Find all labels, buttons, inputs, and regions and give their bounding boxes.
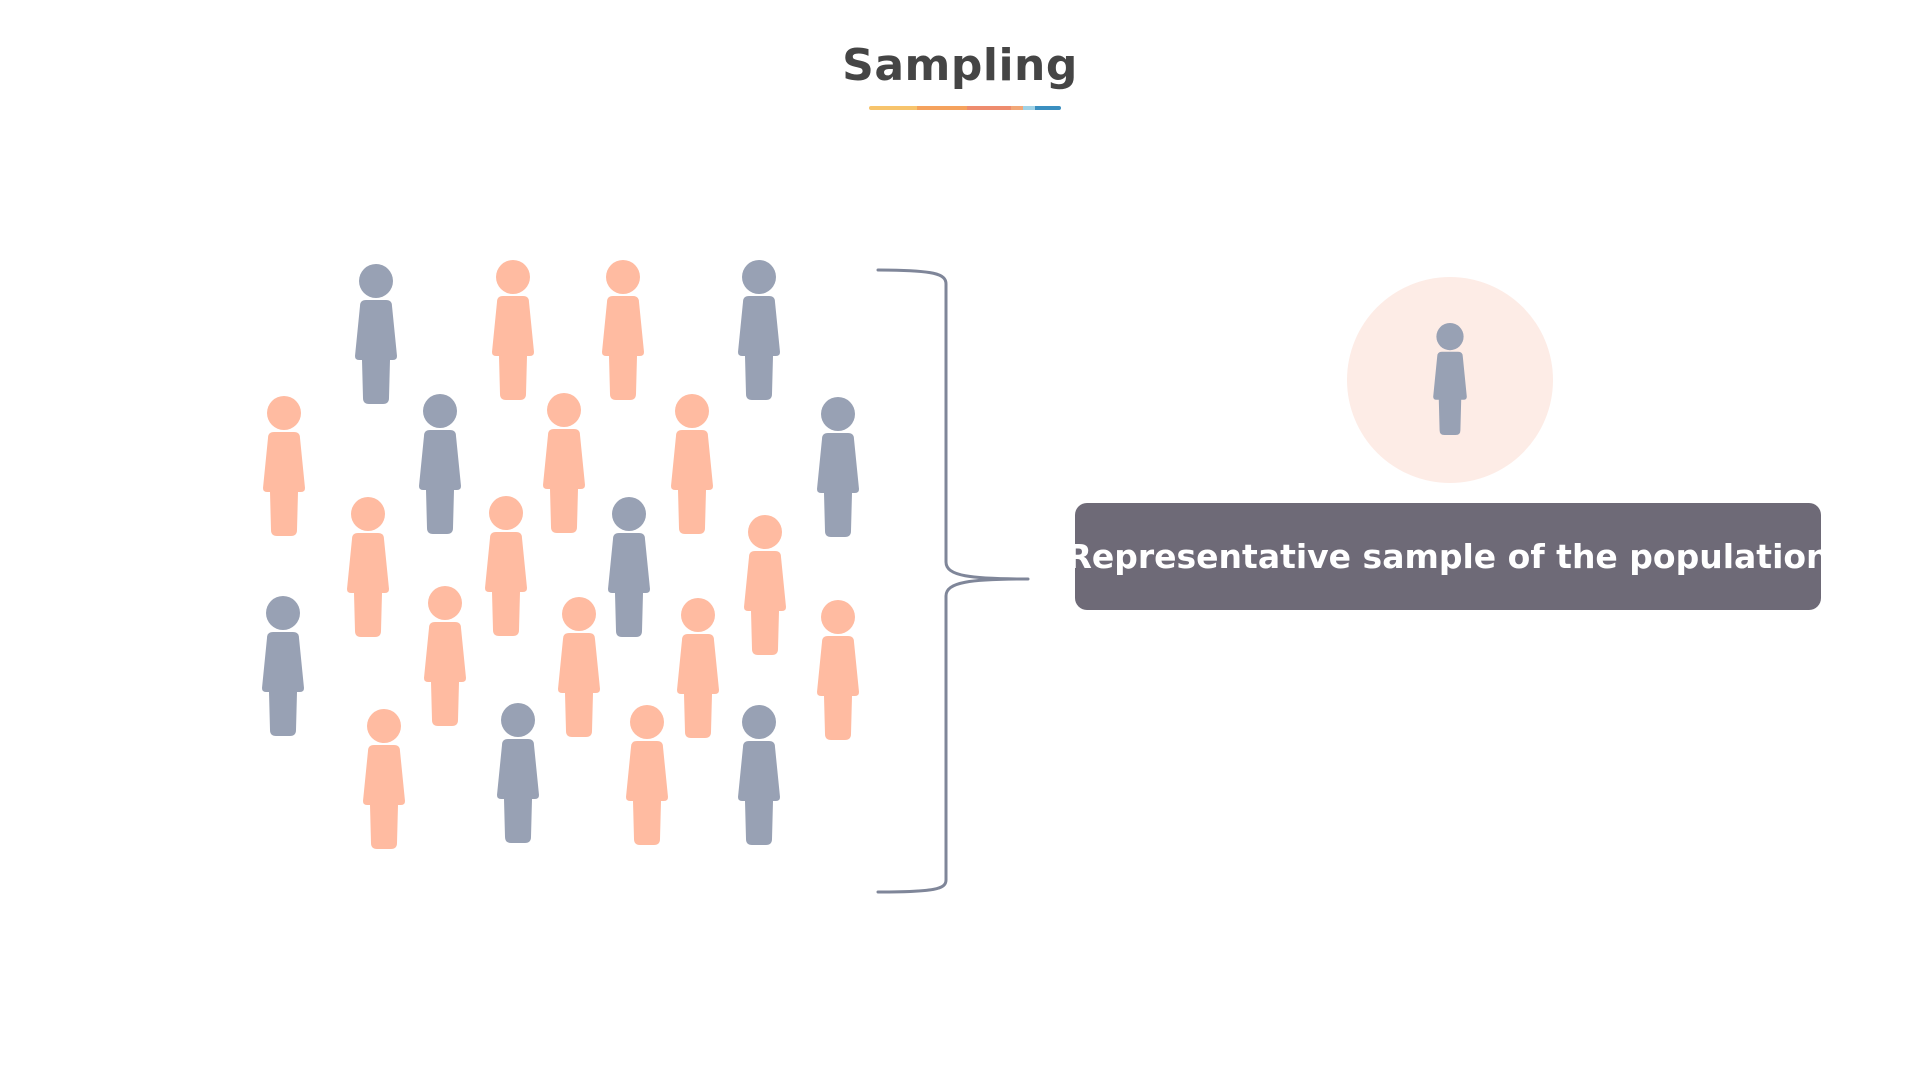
underline-segment bbox=[1023, 106, 1035, 110]
page-title: Sampling bbox=[842, 40, 1078, 91]
underline-segment bbox=[917, 106, 967, 110]
person-icon bbox=[255, 596, 311, 736]
sample-person-icon bbox=[1426, 323, 1474, 435]
person-icon bbox=[601, 497, 657, 637]
person-icon bbox=[348, 264, 404, 404]
person-icon bbox=[536, 393, 592, 533]
person-icon bbox=[412, 394, 468, 534]
person-icon bbox=[619, 705, 675, 845]
person-icon bbox=[664, 394, 720, 534]
underline-segment bbox=[1035, 106, 1061, 110]
title-underline bbox=[869, 106, 1061, 110]
sample-label-box: Representative sample of the population bbox=[1066, 503, 1830, 610]
person-icon bbox=[485, 260, 541, 400]
person-icon bbox=[810, 397, 866, 537]
person-icon bbox=[417, 586, 473, 726]
person-icon bbox=[551, 597, 607, 737]
person-icon bbox=[356, 709, 412, 849]
person-icon bbox=[490, 703, 546, 843]
person-icon bbox=[1433, 323, 1467, 435]
person-icon bbox=[737, 515, 793, 655]
person-icon bbox=[595, 260, 651, 400]
underline-segment bbox=[1011, 106, 1023, 110]
person-icon bbox=[478, 496, 534, 636]
person-icon bbox=[731, 705, 787, 845]
underline-segment bbox=[869, 106, 917, 110]
person-icon bbox=[256, 396, 312, 536]
person-icon bbox=[670, 598, 726, 738]
person-icon bbox=[340, 497, 396, 637]
person-icon bbox=[731, 260, 787, 400]
person-icon bbox=[810, 600, 866, 740]
underline-segment bbox=[967, 106, 1011, 110]
